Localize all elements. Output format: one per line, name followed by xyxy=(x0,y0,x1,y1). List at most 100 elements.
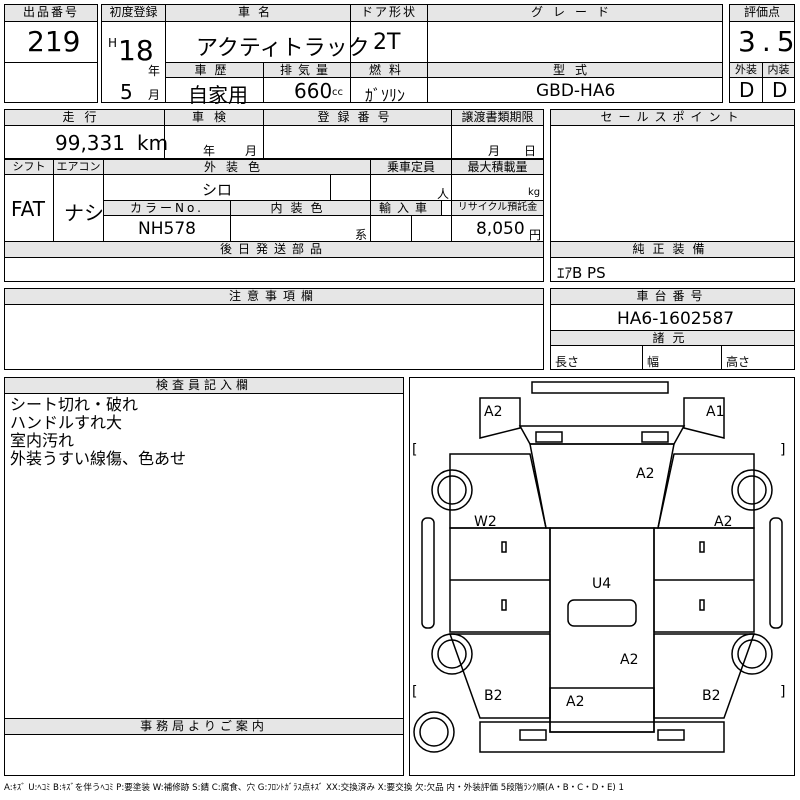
inspector-line-3: 室内汚れ xyxy=(10,431,75,450)
score: 3.5 xyxy=(738,25,800,58)
displacement-label: 排気量 xyxy=(263,62,351,78)
damage-mark-right-side: A2 xyxy=(714,514,732,530)
damage-mark-front-right: A1 xyxy=(706,404,724,420)
max-load-box: kg xyxy=(451,174,544,201)
chassis-number-box: HA6-1602587 xyxy=(550,304,795,331)
lot-number-label: 出品番号 xyxy=(4,4,98,22)
damage-mark-rear-center: A2 xyxy=(566,694,584,710)
month-unit: 月 xyxy=(148,88,161,102)
legend-text: A:ｷｽﾞ U:ﾍｺﾐ B:ｷｽﾞを伴うﾍｺﾐ P:要塗装 W:補修跡 S:錆 … xyxy=(4,783,624,793)
interior-box: D xyxy=(762,77,795,103)
exterior-color-extra-box xyxy=(330,174,371,201)
history-box: 自家用 xyxy=(165,77,264,107)
cab-left-side xyxy=(449,453,547,529)
recycle-deposit-label: リサイクル預託金 xyxy=(451,200,544,216)
score-label: 評価点 xyxy=(729,4,795,22)
vehicle-diagram: A2 A1 A2 W2 A2 U4 A2 B2 A2 B2 [ ] [ ] xyxy=(409,377,795,776)
left-rail xyxy=(421,517,435,629)
front-left-wheel xyxy=(431,469,473,511)
chassis-number-label: 車台番号 xyxy=(550,288,795,305)
exterior-color-label: 外装色 xyxy=(103,159,371,175)
interior-color-label: 内装色 xyxy=(230,200,371,216)
era: H xyxy=(108,36,118,50)
chassis-number: HA6-1602587 xyxy=(617,309,735,329)
interior-color-box: 系 xyxy=(230,215,371,242)
recycle-deposit-box: 8,050 円 xyxy=(451,215,544,242)
transfer-deadline-box: 月 日 xyxy=(451,125,544,159)
sales-point-box xyxy=(550,125,795,242)
caution-box xyxy=(4,304,544,370)
equipment-label: 純正装備 xyxy=(550,241,795,258)
height-label: 高さ xyxy=(726,355,751,369)
fuel-label: 燃料 xyxy=(350,62,428,78)
score-box: 3.5 xyxy=(729,21,795,63)
door-type-box: 2T xyxy=(350,21,428,63)
vehicle-diagram-svg: A2 A1 A2 W2 A2 U4 A2 B2 A2 B2 [ ] [ ] xyxy=(412,381,785,753)
import-label: 輸入車 xyxy=(370,200,442,216)
bracket-front-right: ] xyxy=(780,442,785,458)
damage-mark-bed: U4 xyxy=(592,576,611,592)
color-no-box: NH578 xyxy=(103,215,231,242)
lot-blank-box xyxy=(4,62,98,103)
history-label: 車歴 xyxy=(165,62,264,78)
caution-label: 注意事項欄 xyxy=(4,288,544,305)
inspection-box: 年 月 xyxy=(164,125,264,159)
interior-color-unit: 系 xyxy=(355,228,368,242)
front-left-door-shape xyxy=(479,397,521,439)
capacity-label: 乗車定員 xyxy=(370,159,452,175)
plate-box xyxy=(263,125,452,159)
first-registration-box: H 18 年 5 月 xyxy=(101,21,166,104)
registration-month: 5 xyxy=(120,80,133,104)
later-parts-box xyxy=(4,257,544,282)
front-bumper-shape xyxy=(531,381,669,394)
bracket-rear-left: [ xyxy=(412,684,417,700)
bracket-front-left: [ xyxy=(412,442,417,458)
aircon-box: ナシ xyxy=(53,174,104,242)
spare-wheel xyxy=(413,711,455,753)
grade-box xyxy=(427,21,723,63)
first-registration-label: 初度登録 xyxy=(101,4,166,22)
fuel: ｶﾞｿﾘﾝ xyxy=(365,86,406,105)
damage-mark-rear-left: B2 xyxy=(484,688,503,704)
mileage-unit: km xyxy=(137,131,169,155)
history: 自家用 xyxy=(188,83,248,107)
inspector-notes-box: シート切れ・破れ ハンドルすれ大 室内汚れ 外装うすい線傷、色あせ xyxy=(4,393,404,719)
equipment: ｴｱB PS xyxy=(557,264,606,282)
sales-point-label: セールスポイント xyxy=(550,109,795,126)
displacement: 660 xyxy=(294,79,333,103)
max-load-label: 最大積載量 xyxy=(451,159,544,175)
shift-label: シフト xyxy=(4,159,54,175)
model-label: 型式 xyxy=(427,62,723,78)
color-no: NH578 xyxy=(138,219,196,239)
exterior-label: 外装 xyxy=(729,62,763,78)
lot-number: 219 xyxy=(27,25,81,58)
model-box: GBD-HA6 xyxy=(427,77,723,103)
bracket-rear-right: ] xyxy=(780,684,785,700)
max-load-unit: kg xyxy=(528,187,541,198)
exterior-color: シロ xyxy=(202,181,233,199)
capacity-box: 人 xyxy=(370,174,452,201)
exterior-grade: D xyxy=(739,78,755,102)
dimensions-label: 諸元 xyxy=(550,330,795,346)
later-parts-label: 後日発送部品 xyxy=(4,241,544,258)
shift: FAT xyxy=(11,197,46,221)
grade-label: グレード xyxy=(427,4,723,22)
bed-hatch xyxy=(567,599,637,627)
rear-bumper-shape xyxy=(479,721,725,753)
door-type: 2T xyxy=(373,30,401,55)
wiper-left xyxy=(535,431,563,443)
car-name-box: アクティトラック xyxy=(165,21,370,63)
office-notice-label: 事務局よりご案内 xyxy=(4,718,404,735)
aircon: ナシ xyxy=(64,201,104,225)
height-box: 高さ xyxy=(721,345,795,370)
shift-box: FAT xyxy=(4,174,54,242)
right-rail xyxy=(769,517,783,629)
tailgate-shape xyxy=(549,687,655,733)
equipment-box: ｴｱB PS xyxy=(550,257,795,282)
import-box-1 xyxy=(370,215,412,242)
front-right-wheel xyxy=(731,469,773,511)
transfer-deadline-label: 譲渡書類期限 xyxy=(451,109,544,126)
inspection-month-unit: 月 xyxy=(245,144,258,158)
damage-mark-roof: A2 xyxy=(636,466,654,482)
exterior-box: D xyxy=(729,77,763,103)
